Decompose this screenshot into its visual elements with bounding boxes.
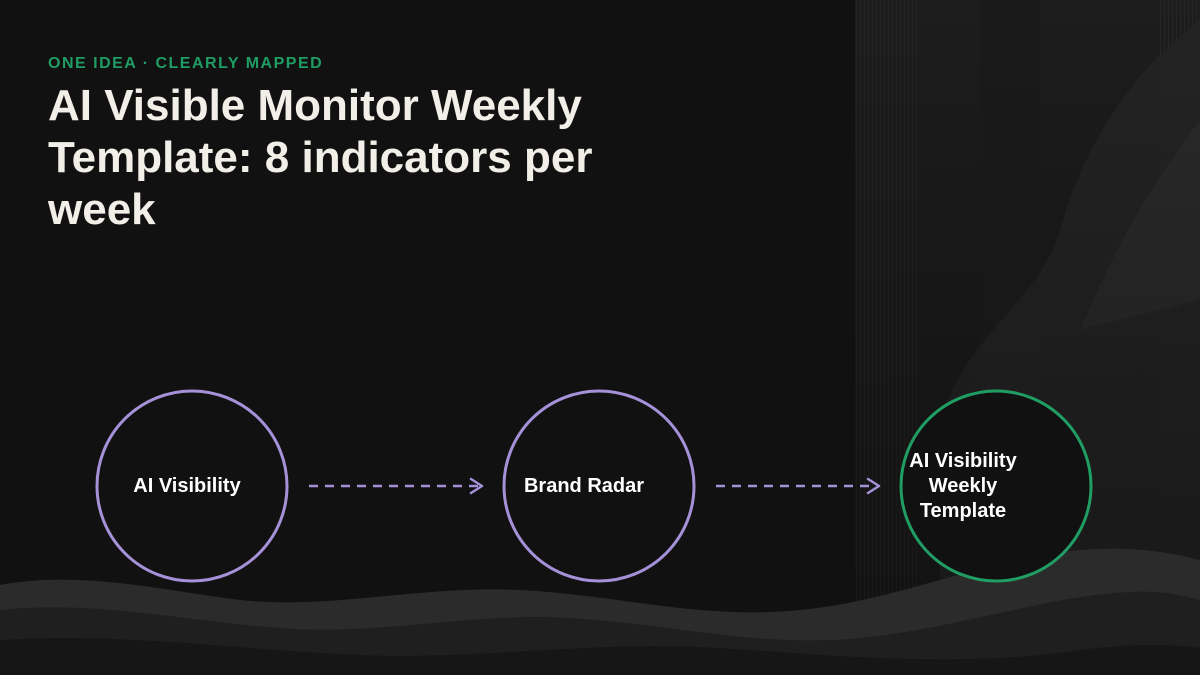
node-brand-radar-circle: [502, 389, 696, 583]
node-ai-visibility-label: AI Visibility: [133, 474, 241, 497]
node-brand-radar-label: Brand Radar: [523, 474, 645, 497]
arrow-head-icon: [469, 477, 484, 495]
node-ai-visibility-circle: [95, 389, 289, 583]
arrow-head-icon: [866, 477, 881, 495]
eyebrow-label: ONE IDEA · CLEARLY MAPPED: [48, 55, 324, 72]
page-title: AI Visible Monitor Weekly Template: 8 in…: [48, 81, 593, 234]
node-weekly-template-circle: [899, 389, 1093, 583]
